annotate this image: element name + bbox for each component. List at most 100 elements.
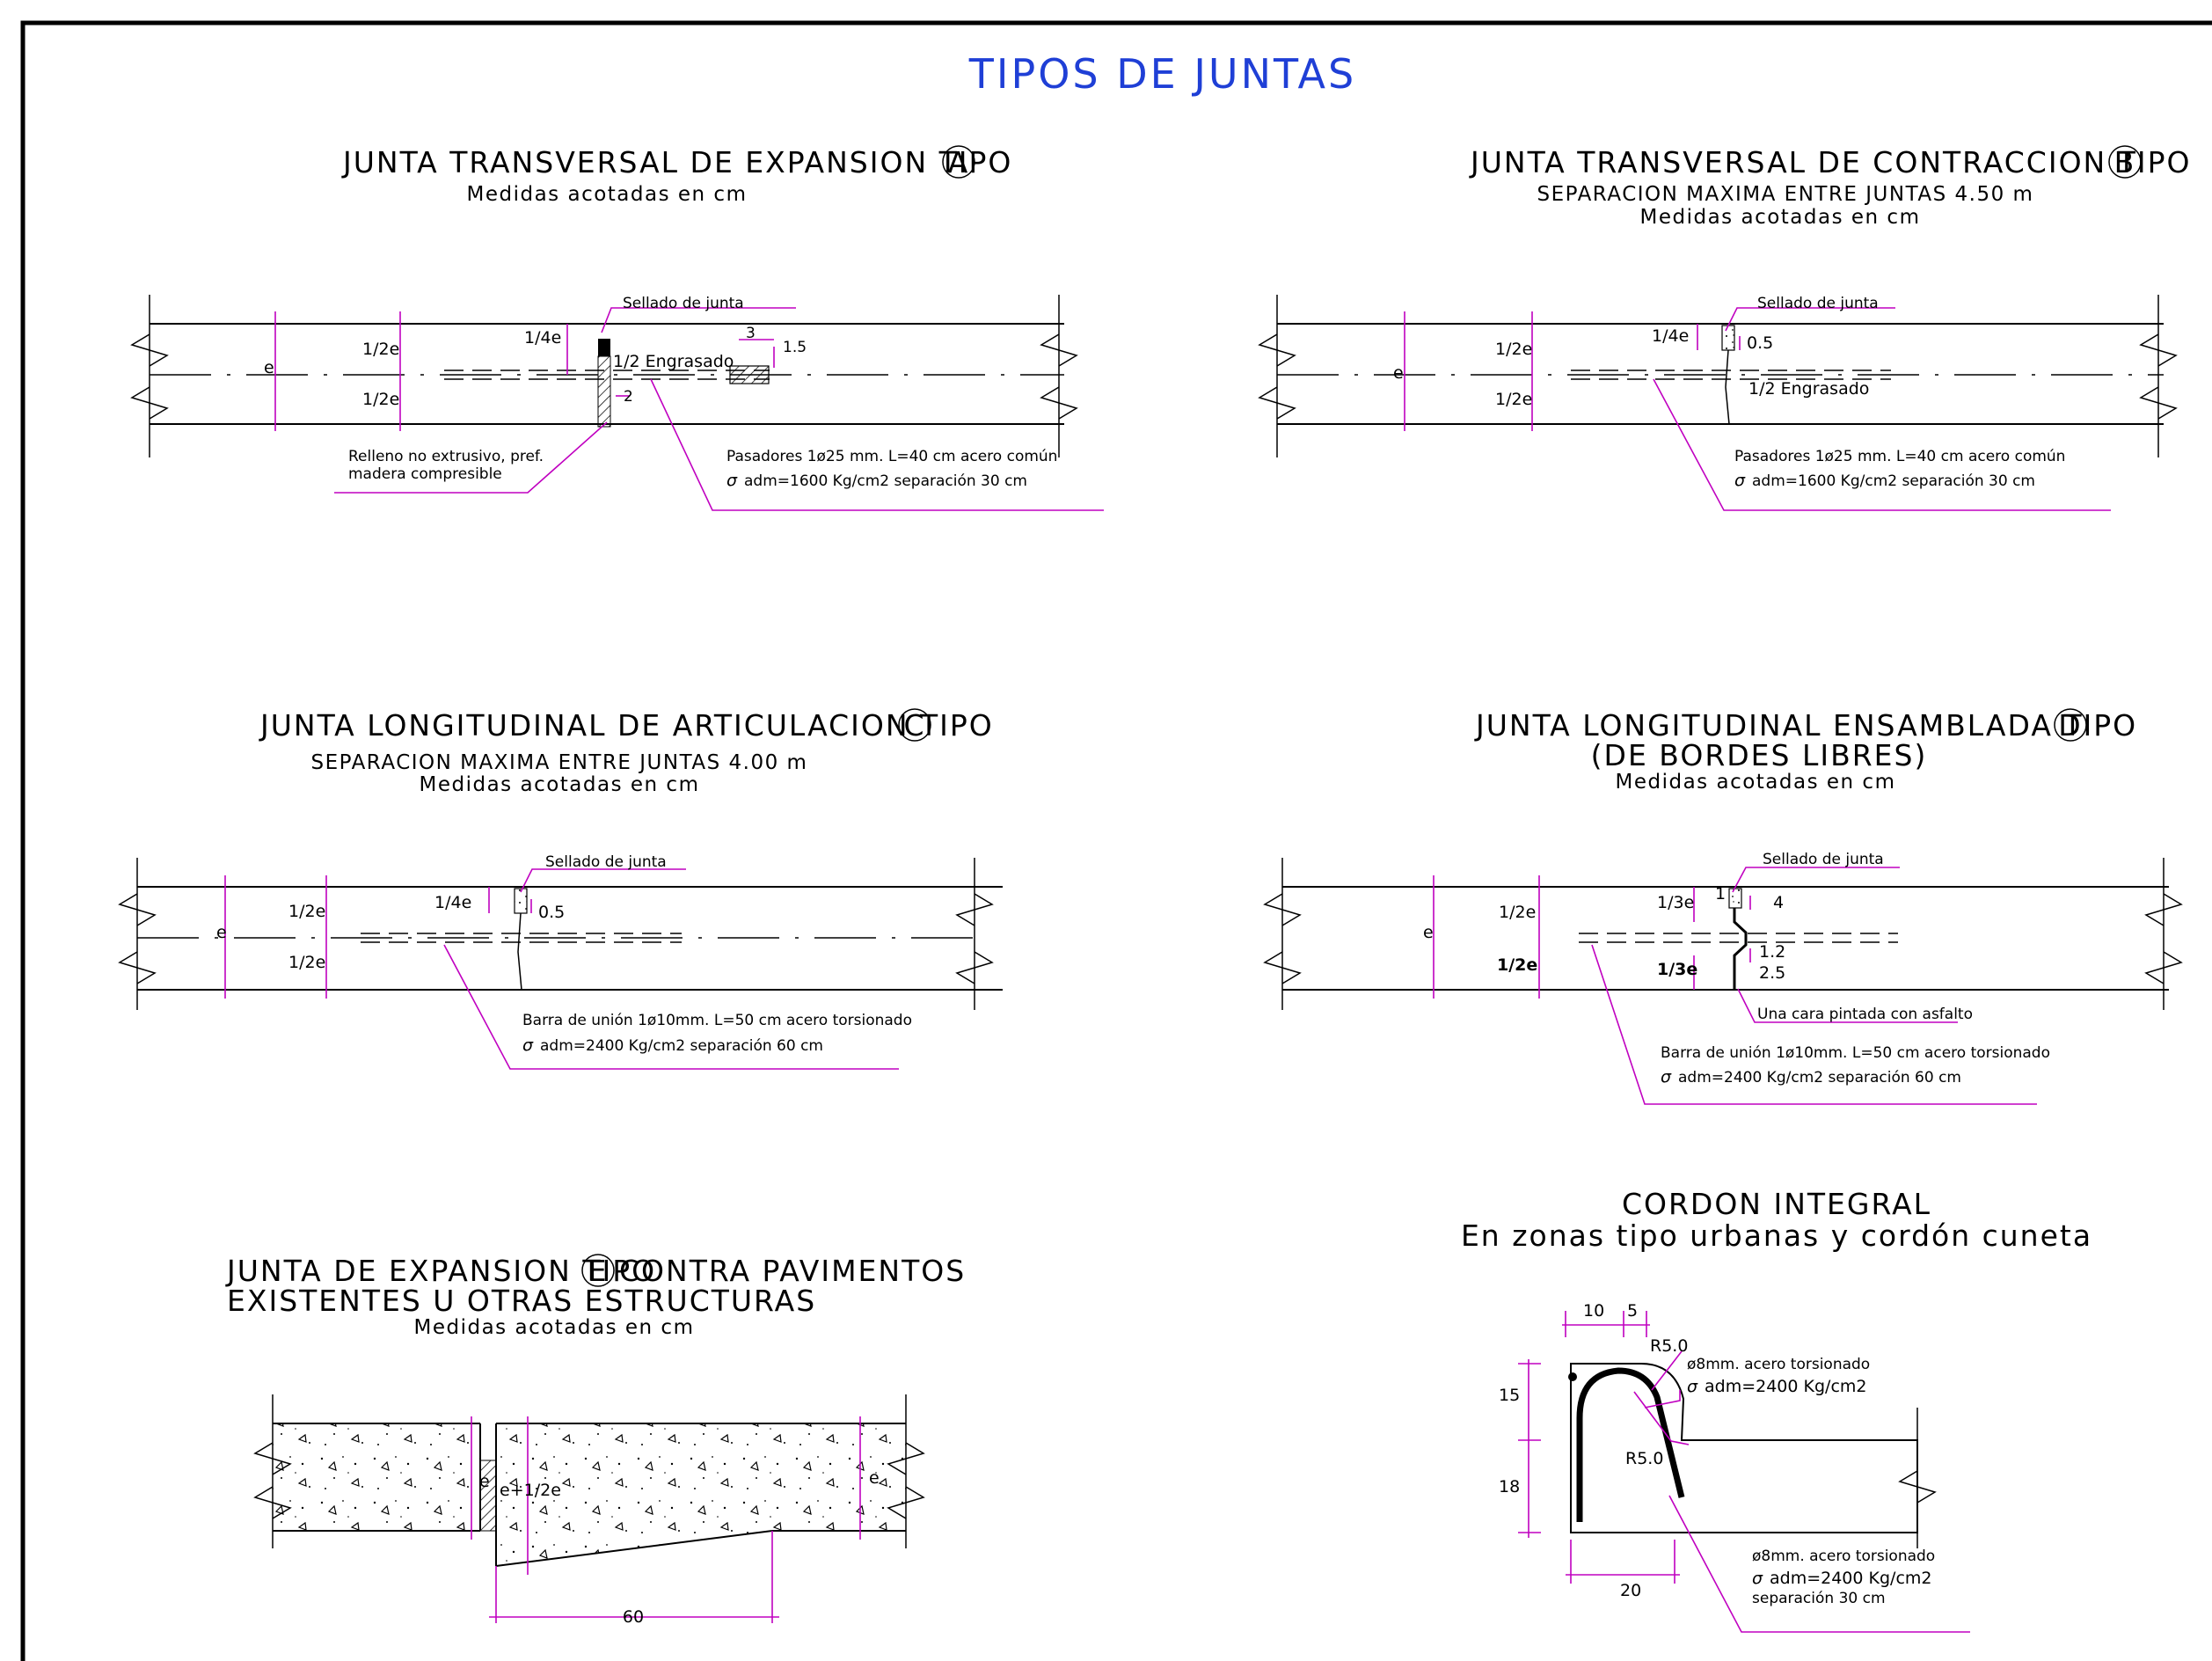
panel-b-type-letter: B bbox=[2114, 145, 2136, 179]
panel-b-type-circle bbox=[2108, 145, 2142, 179]
panel-d-subtitle-1: (DE BORDES LIBRES) bbox=[1591, 738, 1928, 772]
panel-f-title: CORDON INTEGRAL bbox=[1622, 1187, 1931, 1221]
panel-d-subtitle-2: Medidas acotadas en cm bbox=[1616, 771, 1896, 794]
panel-c-quarter: 1/4e bbox=[434, 893, 471, 912]
panel-d-barra-2: adm=2400 Kg/cm2 separación 60 cm bbox=[1678, 1069, 1961, 1087]
panel-a-dim-3: 3 bbox=[746, 325, 756, 342]
panel-c-barra-1: Barra de unión 1ø10mm. L=50 cm acero tor… bbox=[522, 1012, 912, 1029]
panel-d-half-top: 1/2e bbox=[1499, 903, 1536, 922]
panel-a-relleno-2: madera compresible bbox=[348, 465, 502, 483]
panel-c-type-letter: C bbox=[903, 708, 925, 743]
panel-junta-tipo-d: JUNTA LONGITUDINAL ENSAMBLADA TIPO D (DE… bbox=[1263, 708, 2183, 1105]
panel-e-e-half: e+1/2e bbox=[500, 1481, 561, 1500]
panel-a-engrasado: 1/2 Engrasado bbox=[613, 352, 734, 371]
panel-b-pasadores-1: Pasadores 1ø25 mm. L=40 cm acero común bbox=[1734, 448, 2065, 465]
panel-a-slab bbox=[130, 295, 1078, 457]
panel-a-type-letter: A bbox=[948, 145, 970, 179]
panel-b-half-top: 1/2e bbox=[1495, 340, 1532, 359]
panel-e-type-letter: E bbox=[588, 1254, 609, 1288]
panel-e-e-left: e bbox=[479, 1472, 490, 1491]
panel-a-half-top: 1/2e bbox=[362, 340, 399, 359]
panel-f-dim-10: 10 bbox=[1583, 1301, 1604, 1321]
panel-a-half-bot: 1/2e bbox=[362, 390, 399, 409]
panel-f-section bbox=[1568, 1363, 1937, 1548]
panel-b-e: e bbox=[1393, 363, 1404, 383]
sheet-border bbox=[20, 20, 2212, 1661]
panel-d-type-circle bbox=[2054, 708, 2087, 742]
panel-f-acero-top-2: adm=2400 Kg/cm2 bbox=[1705, 1377, 1867, 1396]
panel-d-asfalto: Una cara pintada con asfalto bbox=[1757, 1006, 1973, 1023]
panel-f-dim-5: 5 bbox=[1627, 1301, 1638, 1321]
page-title: TIPOS DE JUNTAS bbox=[968, 50, 1356, 98]
panel-d-type-letter: D bbox=[2058, 708, 2082, 743]
panel-d-dim-1: 1 bbox=[1715, 884, 1726, 904]
panel-f-r-mid: R5.0 bbox=[1625, 1449, 1663, 1468]
panel-f-acero-top-1: ø8mm. acero torsionado bbox=[1687, 1356, 1870, 1373]
panel-f-acero-bot-1: ø8mm. acero torsionado bbox=[1752, 1548, 1935, 1565]
panel-junta-tipo-e: JUNTA DE EXPANSION TIPO E CONTRA PAVIMEN… bbox=[225, 1254, 966, 1627]
panel-f-dim-18: 18 bbox=[1499, 1477, 1520, 1496]
panel-f-subtitle: En zonas tipo urbanas y cordón cuneta bbox=[1461, 1218, 2092, 1253]
panel-d-barra-1: Barra de unión 1ø10mm. L=50 cm acero tor… bbox=[1661, 1044, 2050, 1062]
panel-cordon-integral: CORDON INTEGRAL En zonas tipo urbanas y … bbox=[1461, 1187, 2092, 1633]
panel-c-half-top: 1/2e bbox=[288, 902, 325, 921]
panel-junta-tipo-c: JUNTA LONGITUDINAL DE ARTICULACION TIPO … bbox=[118, 708, 1003, 1070]
panel-b-half-bot: 1/2e bbox=[1495, 390, 1532, 409]
panel-e-dim-60: 60 bbox=[623, 1607, 644, 1627]
panel-c-slab bbox=[118, 858, 1003, 1010]
panel-f-dim-20: 20 bbox=[1620, 1581, 1641, 1600]
panel-d-dims bbox=[1433, 867, 2037, 1105]
panel-c-dim-0-5: 0.5 bbox=[538, 903, 565, 922]
panel-b-sellado: Sellado de junta bbox=[1757, 295, 1879, 312]
panel-b-subtitle-2: Medidas acotadas en cm bbox=[1640, 206, 1921, 229]
panel-a-pasadores-sigma: σ bbox=[726, 471, 738, 490]
panel-a-pasadores-2: adm=1600 Kg/cm2 separación 30 cm bbox=[744, 472, 1027, 490]
panel-c-type-circle bbox=[898, 708, 931, 742]
panel-c-dims bbox=[224, 868, 899, 1070]
panel-f-r-top: R5.0 bbox=[1650, 1336, 1688, 1356]
panel-a-subtitle: Medidas acotadas en cm bbox=[467, 183, 748, 206]
panel-d-slab bbox=[1263, 858, 2183, 1010]
panel-f-acero-top-sigma: σ bbox=[1687, 1377, 1698, 1396]
panel-d-third-bot: 1/3e bbox=[1657, 960, 1697, 979]
panel-c-sellado: Sellado de junta bbox=[545, 853, 667, 871]
panel-f-dim-15: 15 bbox=[1499, 1386, 1520, 1405]
panel-e-type-circle bbox=[581, 1254, 615, 1287]
panel-f-acero-bot-3: separación 30 cm bbox=[1752, 1590, 1886, 1607]
panel-f-acero-bot-sigma: σ bbox=[1752, 1569, 1763, 1588]
panel-e-title-2: EXISTENTES U OTRAS ESTRUCTURAS bbox=[227, 1284, 816, 1318]
panel-junta-tipo-a: JUNTA TRANSVERSAL DE EXPANSION TIPO A Me… bbox=[130, 145, 1104, 511]
panel-a-relleno-1: Relleno no extrusivo, pref. bbox=[348, 448, 544, 465]
panel-c-title: JUNTA LONGITUDINAL DE ARTICULACION TIPO bbox=[259, 708, 994, 743]
panel-d-dim-2-5: 2.5 bbox=[1759, 963, 1785, 983]
panel-c-subtitle-2: Medidas acotadas en cm bbox=[420, 773, 700, 796]
panel-b-title: JUNTA TRANSVERSAL DE CONTRACCION TIPO bbox=[1469, 145, 2191, 179]
panel-c-half-bot: 1/2e bbox=[288, 953, 325, 972]
panel-a-pasadores-1: Pasadores 1ø25 mm. L=40 cm acero común bbox=[726, 448, 1057, 465]
panel-d-half-bot: 1/2e bbox=[1497, 955, 1537, 975]
panel-a-dims bbox=[274, 307, 1104, 511]
panel-b-dim-0-5: 0.5 bbox=[1747, 333, 1773, 353]
panel-f-dims bbox=[1518, 1311, 1970, 1633]
panel-d-dim-4: 4 bbox=[1773, 893, 1784, 912]
panel-c-subtitle-1: SEPARACION MAXIMA ENTRE JUNTAS 4.00 m bbox=[311, 751, 808, 774]
panel-a-sellado: Sellado de junta bbox=[623, 295, 744, 312]
panel-d-e: e bbox=[1423, 923, 1434, 942]
panel-e-e-right: e bbox=[869, 1468, 880, 1488]
panel-d-sellado: Sellado de junta bbox=[1763, 851, 1884, 868]
panel-c-e: e bbox=[216, 923, 227, 942]
panel-e-dims bbox=[471, 1416, 861, 1623]
panel-b-pasadores-2: adm=1600 Kg/cm2 separación 30 cm bbox=[1752, 472, 2035, 490]
panel-b-quarter: 1/4e bbox=[1652, 326, 1689, 346]
panel-e-title-1b: CONTRA PAVIMENTOS bbox=[619, 1254, 966, 1288]
panel-b-engrasado: 1/2 Engrasado bbox=[1748, 379, 1869, 399]
panel-c-barra-2: adm=2400 Kg/cm2 separación 60 cm bbox=[540, 1037, 823, 1055]
panel-e-slab bbox=[253, 1394, 925, 1567]
panel-e-subtitle: Medidas acotadas en cm bbox=[414, 1316, 695, 1339]
panel-a-type-circle bbox=[942, 145, 975, 179]
panel-d-dim-1-2: 1.2 bbox=[1759, 942, 1785, 962]
panel-f-acero-bot-2: adm=2400 Kg/cm2 bbox=[1770, 1569, 1932, 1588]
panel-a-title: JUNTA TRANSVERSAL DE EXPANSION TIPO bbox=[341, 145, 1012, 179]
panel-a-dim-1-5: 1.5 bbox=[783, 339, 807, 356]
